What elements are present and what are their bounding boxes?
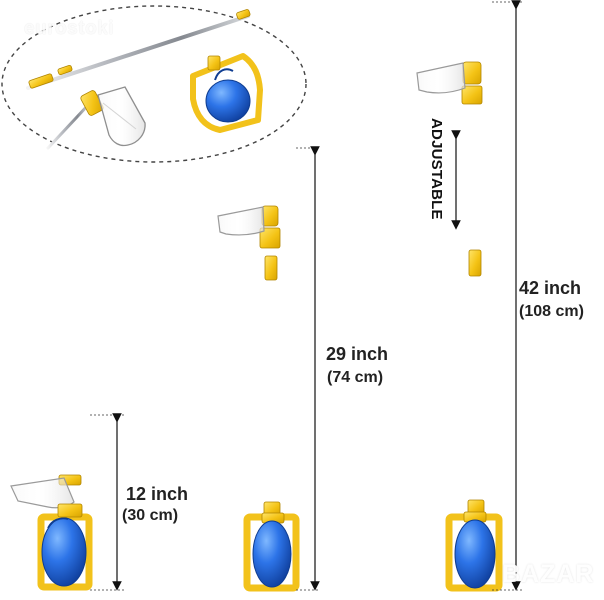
large-tool	[416, 0, 522, 592]
medium-measurement-cm: (74 cm)	[327, 369, 384, 386]
adjustable-label: ADJUSTABLE	[428, 118, 445, 220]
large-measurement-cm: (108 cm)	[519, 303, 584, 320]
accessory-bulb-frame	[190, 53, 263, 133]
medium-measurement-inch: 29 inch	[326, 344, 389, 364]
accessory-cup	[46, 86, 146, 150]
watermark-top: eurostoki	[24, 18, 115, 39]
accessory-rod	[26, 9, 251, 90]
small-measurement-cm: (30 cm)	[122, 507, 179, 524]
small-tool	[10, 413, 125, 591]
large-measurement-inch: 42 inch	[519, 278, 582, 298]
small-measurement-inch: 12 inch	[126, 484, 189, 504]
watermark-bottom: BAZAR	[502, 560, 595, 588]
dashed-oval	[1, 5, 307, 163]
medium-tool	[217, 146, 320, 592]
accessory-group	[1, 5, 307, 163]
